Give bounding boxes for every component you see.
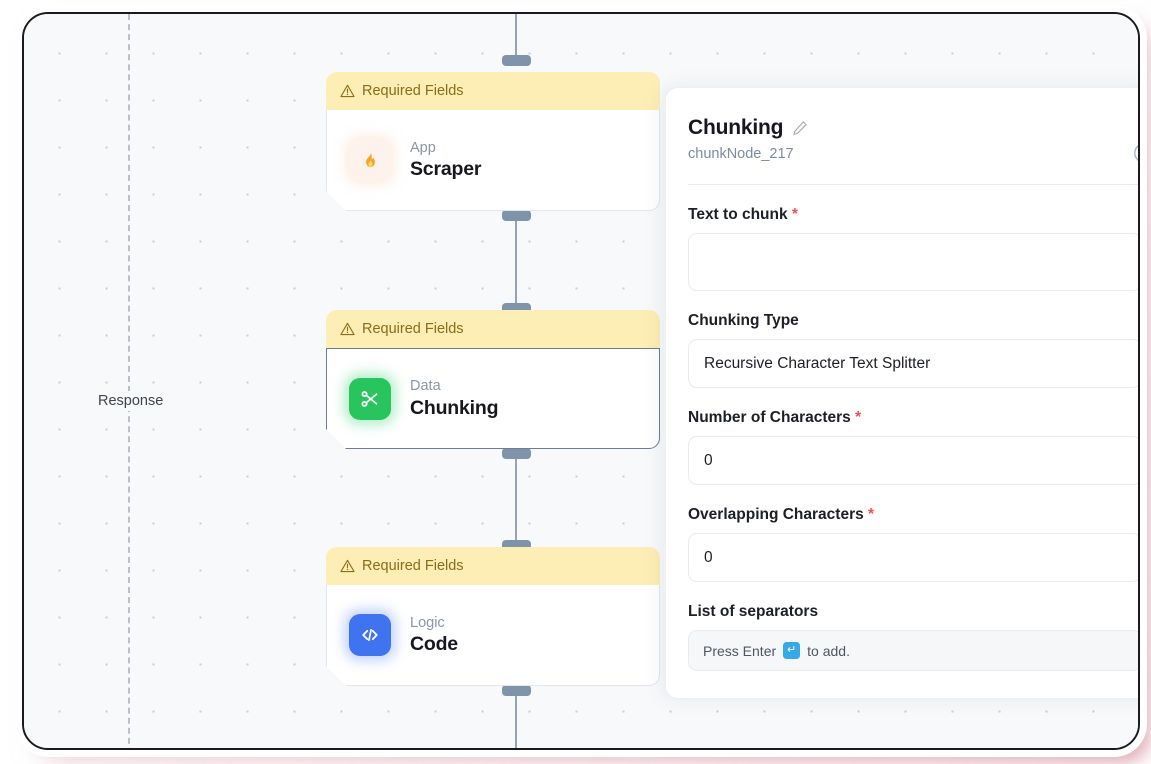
connector-line-chunking-to-code [515, 448, 518, 552]
page-title: Chunking [688, 116, 784, 139]
chunking-type-select[interactable]: Recursive Character Text Splitter [688, 339, 1138, 388]
question-mark-circle-icon[interactable]: ? [1133, 142, 1140, 164]
warning-triangle-icon [340, 84, 355, 98]
pencil-icon[interactable] [792, 120, 808, 136]
number-of-characters-input[interactable]: 0 [688, 436, 1138, 485]
response-label: Response [92, 391, 170, 411]
node-title-label: Chunking [410, 396, 499, 419]
field-text-to-chunk: Text to chunk * [688, 206, 1138, 291]
workflow-node-chunking[interactable]: Required Fields Data Chunking [326, 310, 660, 449]
node-text-block: Data Chunking [410, 377, 498, 419]
node-text-block: App Scraper [410, 139, 481, 181]
field-number-of-characters: Number of Characters * 0 [688, 409, 1138, 485]
node-banner-label: Required Fields [362, 321, 464, 337]
node-title-label: Code [410, 633, 458, 656]
required-asterisk: * [787, 206, 798, 223]
field-label: Overlapping Characters * [688, 506, 875, 523]
connector-line-top [515, 14, 518, 60]
node-body[interactable]: Logic Code [326, 585, 660, 686]
field-overlapping-characters: Overlapping Characters * 0 [688, 506, 1138, 582]
connector-handle-code-out[interactable] [502, 685, 531, 696]
node-id-label: chunkNode_217 [688, 146, 794, 162]
field-list-of-separators: List of separators Press Enter ↵ to add. [688, 603, 1138, 671]
enter-key-icon: ↵ [783, 642, 801, 659]
node-required-fields-banner: Required Fields [326, 310, 660, 348]
workflow-node-scraper[interactable]: Required Fields App Scraper [326, 72, 660, 211]
node-title-label: Scraper [410, 158, 482, 181]
panel-header: Chunking chunkNode_217 [688, 88, 1138, 162]
separators-tag-input[interactable]: Press Enter ↵ to add. [688, 630, 1138, 671]
node-kind-label: App [410, 139, 436, 156]
field-chunking-type: Chunking Type Recursive Character Text S… [688, 312, 1138, 388]
node-banner-label: Required Fields [362, 558, 464, 574]
node-kind-label: Logic [410, 614, 445, 631]
node-body[interactable]: Data Chunking [326, 348, 660, 449]
node-kind-label: Data [410, 378, 441, 395]
code-brackets-glyph [359, 624, 381, 646]
warning-triangle-icon [340, 559, 355, 573]
flame-icon [349, 139, 391, 181]
text-to-chunk-input[interactable] [688, 233, 1138, 291]
connector-handle-scraper-out[interactable] [502, 210, 531, 221]
node-body[interactable]: App Scraper [326, 110, 660, 211]
node-required-fields-banner: Required Fields [326, 72, 660, 110]
app-frame: Response Required Fields [22, 12, 1140, 750]
required-asterisk: * [850, 409, 862, 426]
field-label: Number of Characters * [688, 409, 862, 426]
node-required-fields-banner: Required Fields [326, 547, 660, 585]
panel-divider [688, 184, 1138, 185]
field-label: Chunking Type [688, 312, 799, 329]
workflow-canvas[interactable]: Response Required Fields [24, 14, 1138, 748]
connector-handle-chunking-out[interactable] [502, 448, 531, 459]
required-asterisk: * [863, 506, 875, 523]
connector-line-scraper-to-chunking [515, 210, 518, 314]
warning-triangle-icon [340, 322, 355, 336]
connector-handle-chunking-in[interactable] [502, 303, 531, 314]
field-label: List of separators [688, 603, 819, 620]
connector-line-bottom [515, 685, 518, 748]
overlapping-characters-input[interactable]: 0 [688, 533, 1138, 582]
connector-handle-scraper-in[interactable] [502, 55, 531, 66]
code-brackets-icon [349, 614, 391, 656]
flame-glyph [359, 149, 382, 172]
separators-hint-prefix: Press Enter [703, 642, 777, 659]
separators-hint-suffix: to add. [807, 642, 850, 659]
scissors-icon [349, 378, 391, 420]
response-divider-line [128, 14, 130, 748]
panel-title-row: Chunking [688, 116, 1138, 140]
node-banner-label: Required Fields [362, 83, 464, 99]
node-detail-panel[interactable]: ? Chunking chunkNode_217 Text to chunk * [665, 87, 1140, 699]
connector-handle-code-in[interactable] [502, 540, 531, 551]
field-label: Text to chunk * [688, 206, 798, 223]
scissors-glyph [359, 388, 381, 410]
workflow-node-code[interactable]: Required Fields Logic Code [326, 547, 660, 686]
node-text-block: Logic Code [410, 614, 458, 656]
